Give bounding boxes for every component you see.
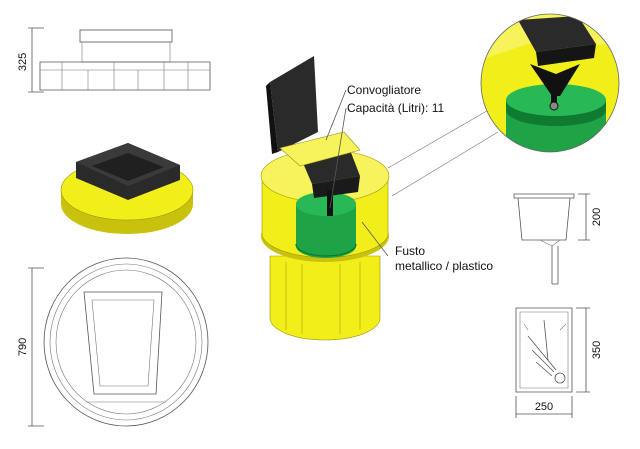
label-capacita: Capacità (Litri): 11 xyxy=(347,101,444,115)
tray-plan-view: 350 250 xyxy=(515,307,603,418)
label-fusto-line2: metallico / plastico xyxy=(395,259,493,273)
dim-funnel-200: 200 xyxy=(591,208,603,226)
funnel-section-view: 200 xyxy=(513,193,603,285)
small-isometric-view xyxy=(60,143,194,234)
detail-circle xyxy=(480,13,620,153)
leader-fusto xyxy=(361,221,389,257)
label-fusto-line1: Fusto xyxy=(395,244,425,258)
leader-capacita xyxy=(329,107,347,209)
dim-height-325: 325 xyxy=(17,53,29,71)
leader-convogliatore xyxy=(325,89,347,141)
side-elevation-view: 325 xyxy=(17,27,211,93)
dim-diameter-790: 790 xyxy=(17,338,29,356)
plan-view: 790 xyxy=(17,257,209,427)
main-isometric-view xyxy=(260,56,390,341)
leader-detail xyxy=(387,107,493,169)
dim-tray-250: 250 xyxy=(535,401,553,413)
dim-tray-350: 350 xyxy=(591,341,603,359)
label-convogliatore: Convogliatore xyxy=(347,83,421,97)
